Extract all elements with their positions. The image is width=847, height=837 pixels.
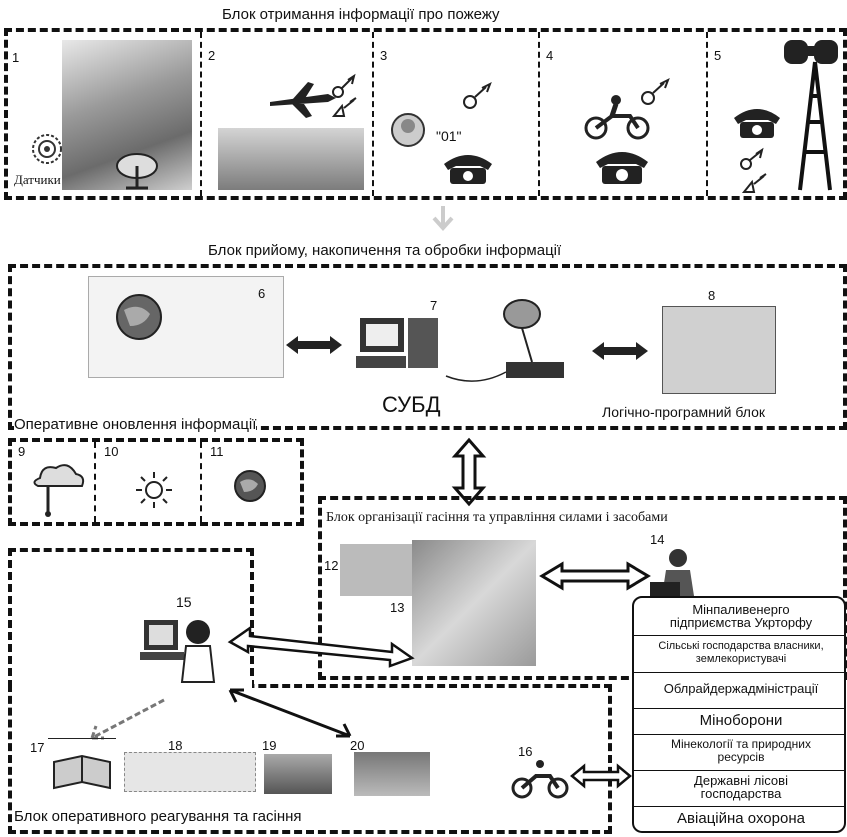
airplane-icon bbox=[268, 80, 338, 120]
divider-2 bbox=[372, 32, 374, 196]
number-10: 10 bbox=[104, 444, 118, 459]
down-arrow-icon bbox=[428, 204, 458, 230]
computer-icon bbox=[356, 314, 446, 380]
number-9: 9 bbox=[18, 444, 25, 459]
manager-person-icon bbox=[648, 546, 702, 600]
update-divider-2 bbox=[200, 442, 202, 522]
update-label: Оперативне оновлення інформації bbox=[14, 416, 256, 433]
org-forestry: Державні лісові господарства bbox=[634, 774, 847, 800]
org-separator bbox=[634, 635, 844, 636]
number-13: 13 bbox=[390, 600, 404, 615]
double-arrow-operator bbox=[226, 620, 416, 666]
double-arrow-16 bbox=[570, 764, 632, 788]
divider-4 bbox=[706, 32, 708, 196]
person-phone-icon bbox=[388, 112, 432, 154]
globe-icon-small bbox=[232, 468, 268, 504]
number-3: 3 bbox=[380, 48, 387, 63]
org-aviation: Авіаційна охорона bbox=[634, 812, 847, 825]
telephone-icon-3 bbox=[440, 150, 496, 186]
frame-17 bbox=[48, 738, 116, 739]
operator-computer-icon bbox=[140, 612, 222, 696]
org-defense: Міноборони bbox=[634, 714, 847, 727]
org-ecology: Мінекології та природних ресурсів bbox=[634, 738, 847, 764]
number-18: 18 bbox=[168, 738, 182, 753]
number-2: 2 bbox=[208, 48, 215, 63]
book-icon bbox=[52, 752, 112, 792]
logic-block-image bbox=[662, 306, 776, 394]
maps-photo bbox=[340, 544, 416, 596]
number-4: 4 bbox=[546, 48, 553, 63]
number-17: 17 bbox=[30, 740, 44, 755]
number-19: 19 bbox=[262, 738, 276, 753]
forest-fire-photo bbox=[412, 540, 536, 666]
diagonal-arrow-right bbox=[226, 686, 356, 742]
modem-dish-icon bbox=[436, 292, 576, 388]
divider-3 bbox=[538, 32, 540, 196]
number-6: 6 bbox=[258, 286, 265, 301]
number-14: 14 bbox=[650, 532, 664, 547]
double-arrow-org bbox=[540, 562, 650, 590]
number-5: 5 bbox=[714, 48, 721, 63]
signal-icon bbox=[330, 72, 360, 118]
block-title-info-receiving: Блок отримання інформації про пожежу bbox=[222, 6, 500, 23]
org-administrations: Облрайдержадміністрації bbox=[634, 682, 847, 695]
number-11: 11 bbox=[210, 444, 224, 459]
telephone-icon-5 bbox=[730, 104, 784, 140]
helicopter-photo bbox=[354, 752, 430, 796]
number-20: 20 bbox=[350, 738, 364, 753]
emergency-number-label: "01" bbox=[436, 128, 462, 144]
block-title-processing: Блок прийому, накопичення та обробки інф… bbox=[208, 242, 561, 259]
block-title-organization: Блок організації гасіння та управління с… bbox=[326, 510, 668, 526]
radar-icon bbox=[30, 132, 64, 166]
block-title-response: Блок оперативного реагування та гасіння bbox=[14, 808, 302, 825]
number-8: 8 bbox=[708, 288, 715, 303]
divider-1 bbox=[200, 32, 202, 196]
double-arrow-left bbox=[284, 334, 344, 356]
number-15: 15 bbox=[176, 594, 192, 610]
dbms-label: СУБД bbox=[382, 392, 440, 418]
number-1: 1 bbox=[12, 50, 19, 65]
route-map-image bbox=[124, 752, 256, 792]
number-16: 16 bbox=[518, 744, 532, 759]
signal-icon-5 bbox=[738, 148, 774, 194]
sun-icon bbox=[134, 470, 174, 510]
fire-truck-photo bbox=[264, 754, 332, 794]
aerial-forest-photo bbox=[218, 128, 364, 190]
motorcycle-icon-16 bbox=[510, 760, 570, 800]
globe-icon bbox=[114, 292, 164, 342]
weather-cloud-icon bbox=[28, 458, 88, 518]
org-agriculture: Сільські господарства власники, землекор… bbox=[634, 640, 847, 666]
signal-icon-3 bbox=[462, 82, 496, 110]
telephone-icon-4 bbox=[592, 146, 652, 186]
diagonal-arrow-left bbox=[88, 696, 168, 742]
org-separator bbox=[634, 672, 844, 673]
satellite-dish-icon bbox=[112, 148, 162, 192]
org-separator bbox=[634, 806, 844, 807]
signal-icon-4 bbox=[640, 78, 674, 106]
sensors-label: Датчики bbox=[14, 172, 61, 188]
org-separator bbox=[634, 734, 844, 735]
org-mpe: Мінпаливенерго підприємства Укрторфу bbox=[634, 603, 847, 629]
organizations-list: Мінпаливенерго підприємства Укрторфу Сіл… bbox=[632, 596, 846, 833]
update-divider-1 bbox=[94, 442, 96, 522]
logic-block-label: Логічно-програмний блок bbox=[602, 404, 765, 420]
org-separator bbox=[634, 770, 844, 771]
tower-icon bbox=[790, 62, 840, 192]
number-12: 12 bbox=[324, 558, 338, 573]
org-separator bbox=[634, 708, 844, 709]
double-arrow-right bbox=[590, 340, 650, 362]
